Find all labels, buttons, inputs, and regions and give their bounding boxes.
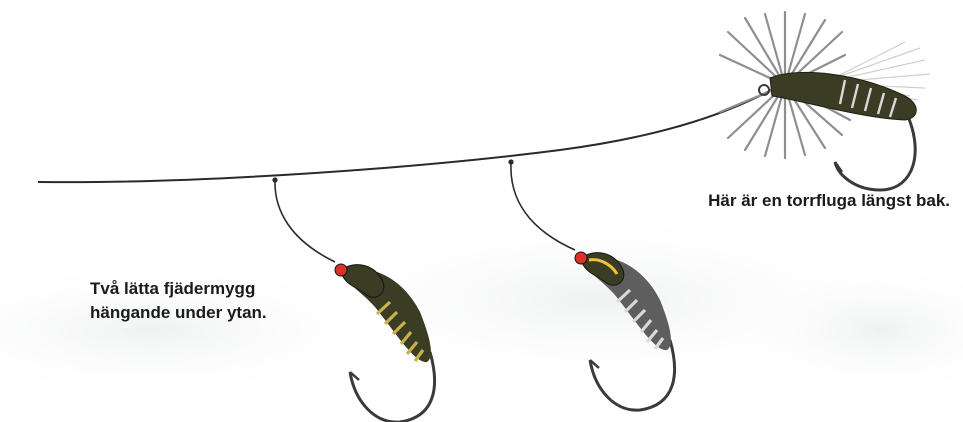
dry-fly-icon	[720, 12, 930, 190]
knot-2	[508, 159, 513, 164]
main-line	[38, 88, 775, 182]
knot-1	[272, 177, 277, 182]
label-nymphs-line-1: Två lätta fjädermygg	[90, 279, 255, 298]
label-dry-fly: Här är en torrfluga längst bak.	[708, 191, 950, 210]
dropper-line-1	[275, 180, 335, 262]
label-nymphs-line-2: hängande under ytan.	[90, 303, 267, 322]
